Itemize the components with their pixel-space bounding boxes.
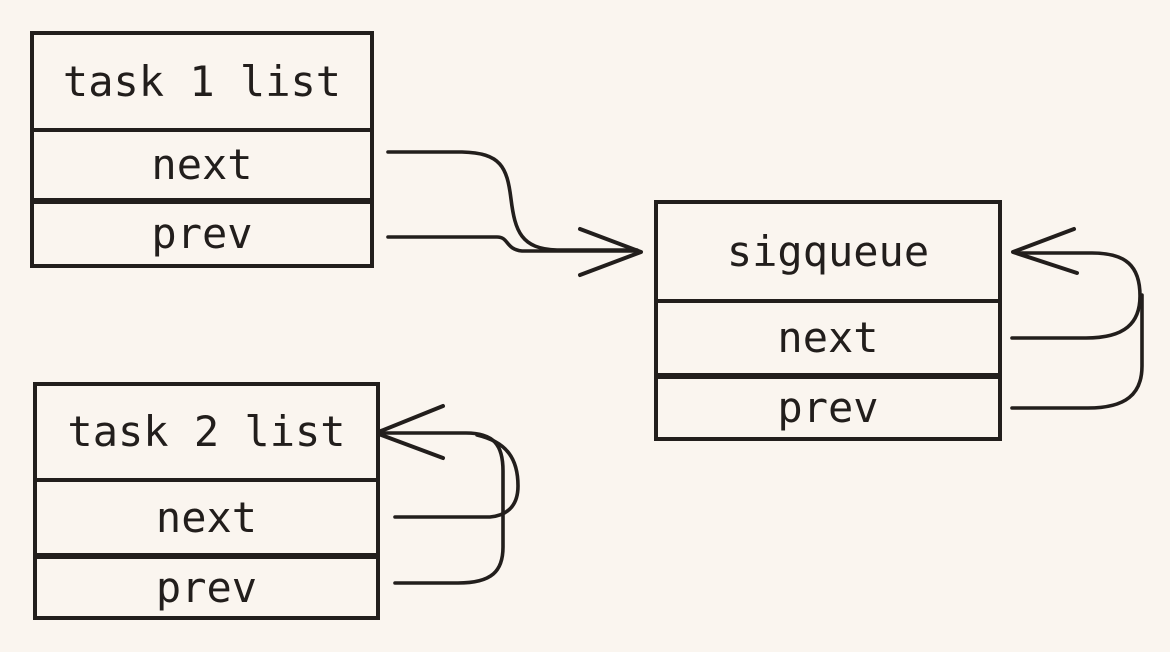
- sigqueue-field-next: next: [658, 303, 998, 379]
- task1-field-next: next: [34, 132, 370, 204]
- task2-field-prev: prev: [155, 562, 258, 612]
- edge-task1-next-to-sigqueue: [386, 150, 639, 252]
- sigqueue-box-title: sigqueue: [658, 204, 998, 303]
- struct-box-task1: task 1 list next prev: [30, 31, 374, 268]
- edge-task1-prev-to-sigqueue: [386, 235, 639, 253]
- edge-sigqueue-next-self-loop: [1010, 251, 1142, 340]
- struct-box-task2: task 2 list next prev: [33, 382, 380, 620]
- arrowhead-into-sigqueue-self-icon: [1011, 227, 1079, 275]
- arrowhead-into-sigqueue-icon: [578, 227, 643, 277]
- struct-box-sigqueue: sigqueue next prev: [654, 200, 1002, 441]
- edge-task2-prev-self-loop: [381, 431, 505, 585]
- edge-sigqueue-prev-self-loop: [1010, 293, 1144, 410]
- arrowhead-into-task2-self-icon: [374, 404, 445, 460]
- task2-box-title: task 2 list: [37, 386, 376, 482]
- sigqueue-field-prev: prev: [777, 383, 879, 432]
- edge-task2-next-self-loop: [393, 433, 520, 519]
- task2-field-next: next: [37, 482, 376, 559]
- task1-field-prev: prev: [151, 209, 253, 258]
- task1-box-title: task 1 list: [34, 35, 370, 132]
